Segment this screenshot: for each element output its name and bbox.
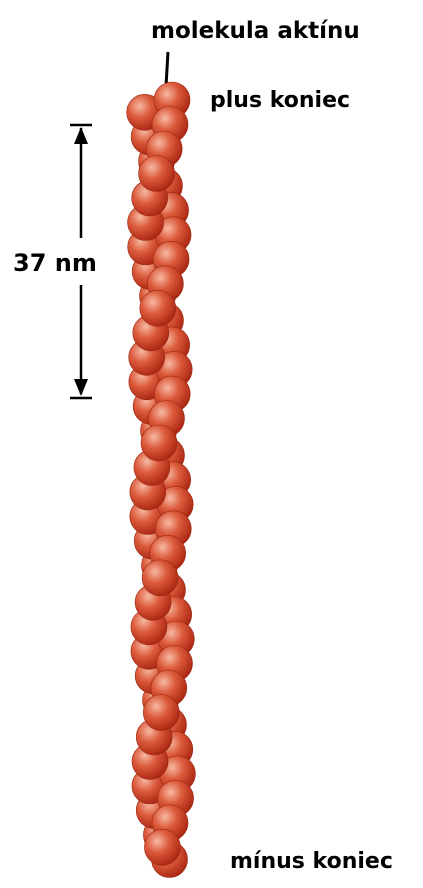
actin-monomer-bead [140,290,176,326]
molecule-label: molekula aktínu [151,18,360,44]
scale-arrow-up-icon [74,127,88,144]
plus-end-label: plus koniec [210,88,350,113]
actin-monomer-bead [139,156,175,192]
minus-end-label: mínus koniec [230,849,393,874]
scale-arrow-down-icon [74,379,88,396]
actin-monomer-bead [142,560,178,596]
actin-filament [127,82,196,878]
actin-monomer-bead [144,829,180,865]
scale-label: 37 nm [13,249,97,277]
actin-monomer-bead [141,425,177,461]
actin-monomer-bead [143,695,179,731]
molecule-pointer-line [166,52,168,86]
